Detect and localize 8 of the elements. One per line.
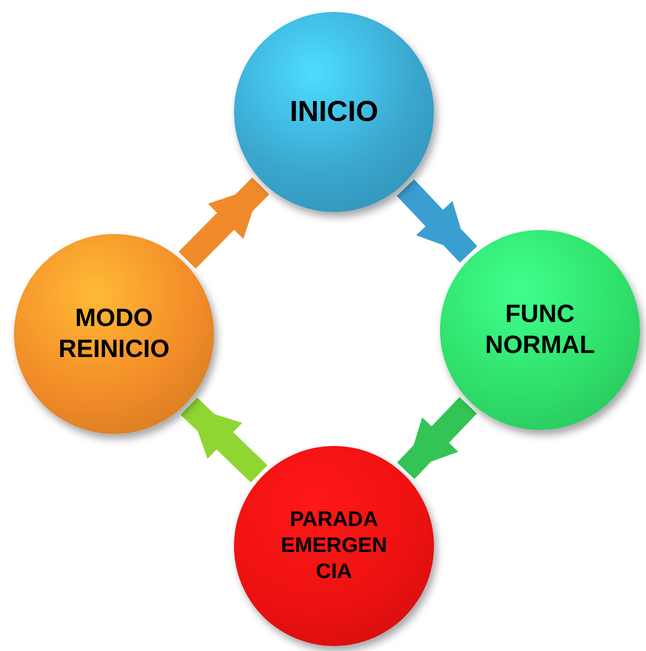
node-label: MODO REINICIO [57,302,171,365]
arrow [180,398,268,482]
node-label: FUNC NORMAL [484,298,596,361]
arrow [396,179,478,263]
node-label: PARADA EMERGENCIA [280,506,388,586]
arrow [397,396,477,480]
arrow [178,177,270,269]
node-label: INICIO [288,94,380,130]
